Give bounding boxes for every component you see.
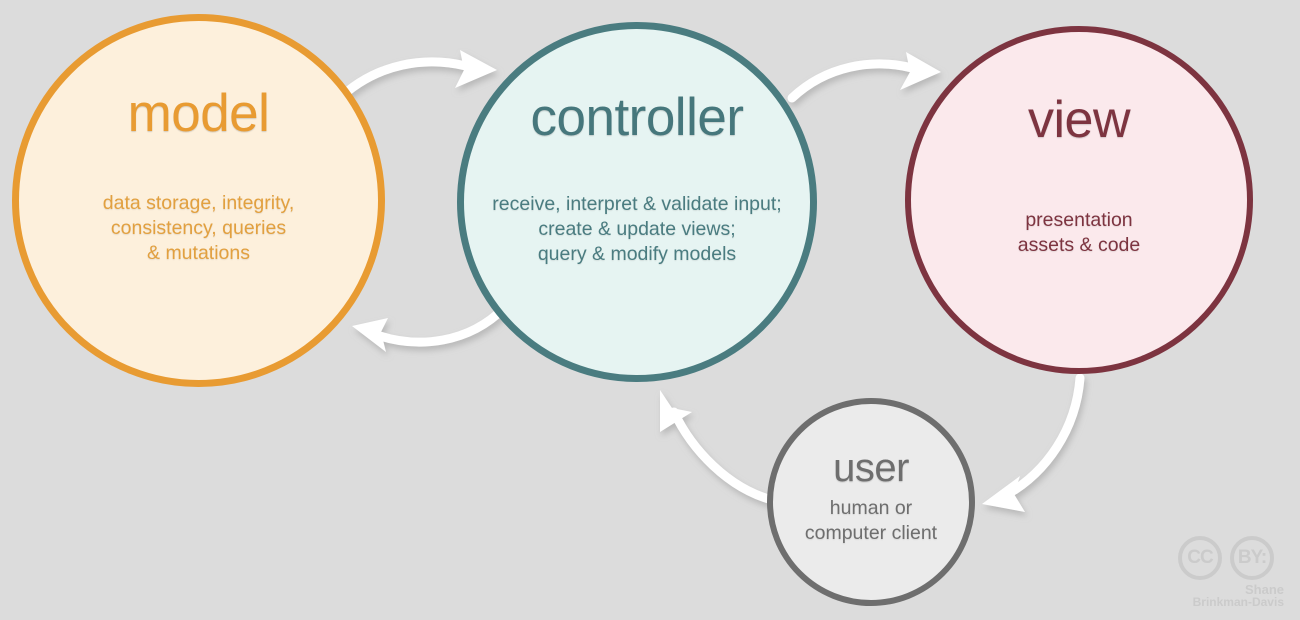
node-user-description: human or computer client — [805, 496, 937, 546]
attribution-by-icon: BY: — [1230, 536, 1274, 580]
node-user-title: user — [833, 446, 909, 490]
arrow-controller-to-model — [352, 303, 509, 352]
node-model-title: model — [127, 84, 270, 143]
arrow-model-to-controller — [337, 50, 497, 101]
node-model-description: data storage, integrity, consistency, qu… — [103, 191, 295, 266]
node-user-description-line: computer client — [804, 521, 938, 544]
creative-commons-icon: CC — [1178, 536, 1222, 580]
node-controller[interactable]: controller receive, interpret & validate… — [457, 22, 817, 382]
node-view-title: view — [1027, 91, 1131, 149]
node-controller-description-line: create & update views; — [538, 217, 736, 240]
author-credit-last-name: Brinkman-Davis — [1192, 595, 1284, 609]
node-view-description: presentation assets & code — [1018, 208, 1140, 258]
creative-commons-badge: CC BY: Shane Brinkman-Davis — [1176, 534, 1284, 610]
node-view-description-line: presentation — [1025, 209, 1133, 231]
node-model-description-line: consistency, queries — [110, 216, 287, 239]
arrow-controller-to-view — [787, 52, 941, 103]
node-view[interactable]: view presentation assets & code — [905, 26, 1253, 374]
node-user[interactable]: user human or computer client — [767, 398, 975, 606]
author-credit-first-name: Shane — [1244, 582, 1284, 597]
arrow-user-to-controller — [660, 390, 777, 505]
node-controller-description: receive, interpret & validate input; cre… — [492, 192, 781, 267]
node-user-description-line: human or — [829, 497, 913, 519]
node-view-description-line: assets & code — [1017, 233, 1141, 256]
node-controller-description-line: receive, interpret & validate input; — [492, 193, 782, 215]
node-controller-title: controller — [530, 88, 744, 147]
node-model-description-line: & mutations — [147, 241, 250, 264]
node-model[interactable]: model data storage, integrity, consisten… — [12, 14, 385, 387]
node-model-description-line: data storage, integrity, — [102, 192, 295, 214]
node-controller-description-line: query & modify models — [537, 242, 737, 265]
arrow-view-to-user — [982, 373, 1085, 512]
